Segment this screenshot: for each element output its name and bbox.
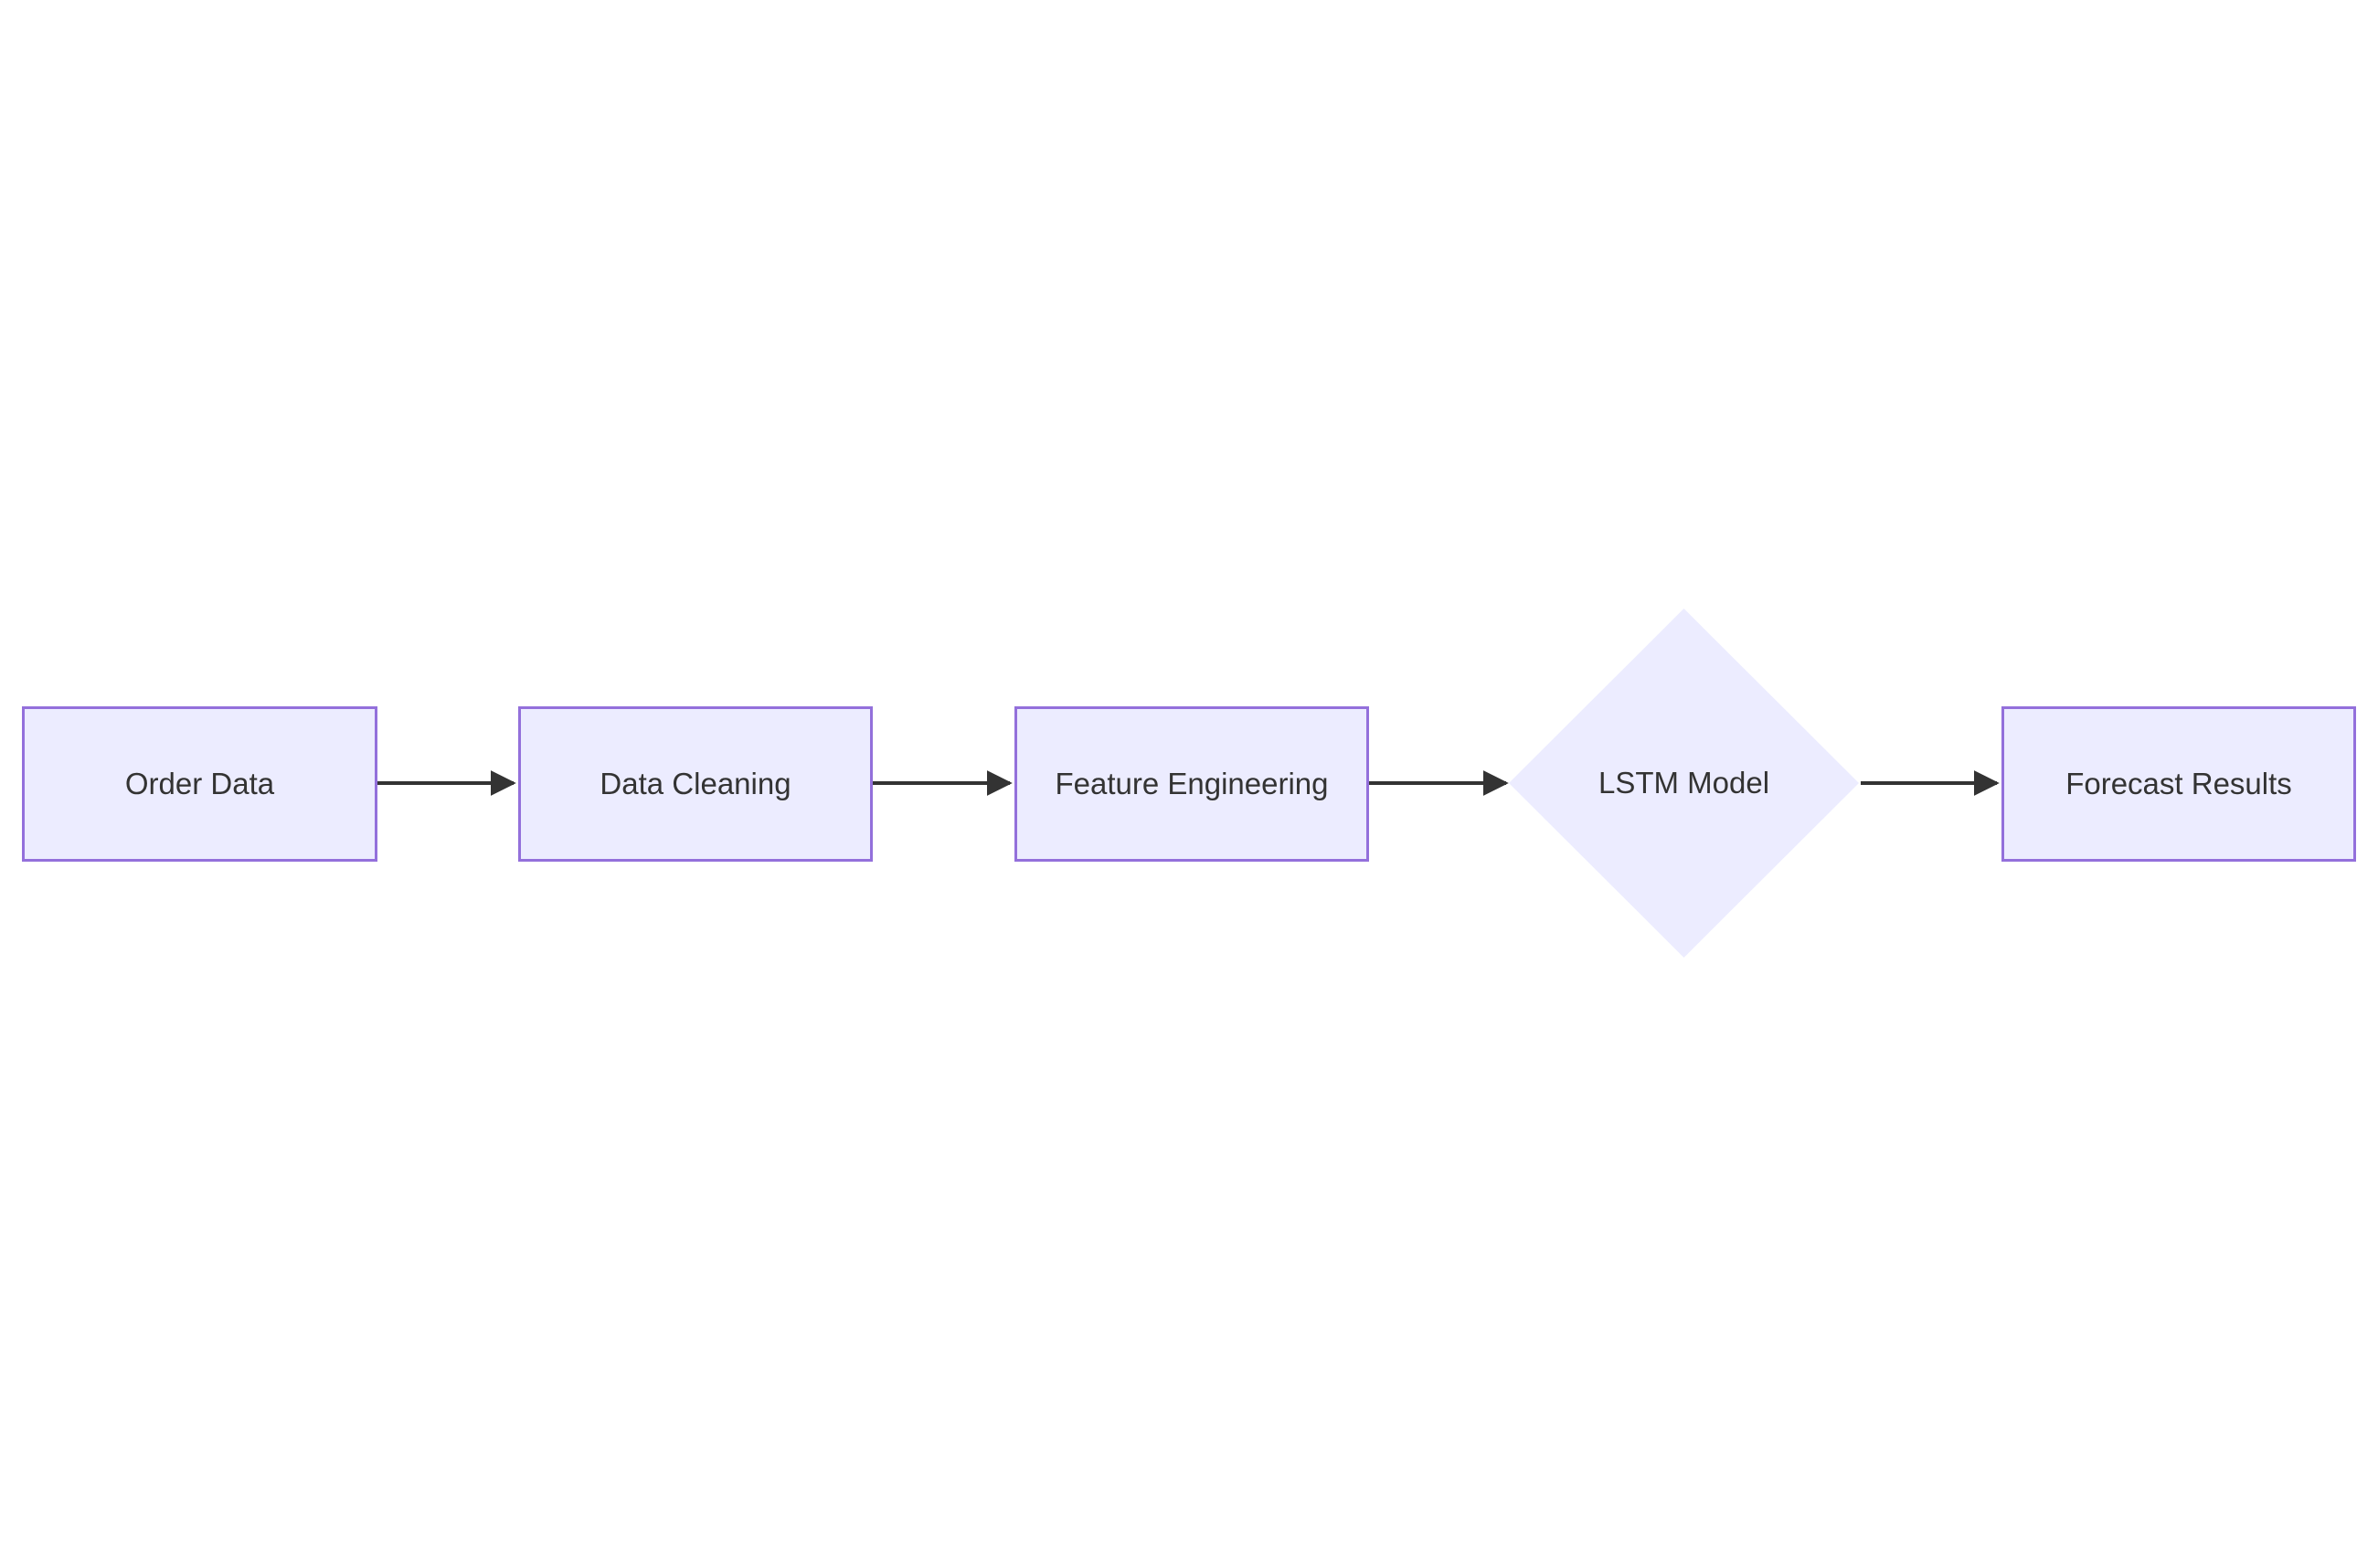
node-data-cleaning-label: Data Cleaning (600, 767, 791, 800)
node-forecast-results-label: Forecast Results (2065, 767, 2292, 800)
node-data-cleaning: Data Cleaning (518, 706, 873, 862)
node-lstm-model-diamond (1509, 609, 1859, 958)
node-forecast-results: Forecast Results (2001, 706, 2356, 862)
node-order-data: Order Data (22, 706, 377, 862)
node-lstm-model-label: LSTM Model (1598, 766, 1770, 800)
node-feature-engineering-label: Feature Engineering (1055, 767, 1329, 800)
node-order-data-label: Order Data (124, 767, 275, 800)
node-feature-engineering: Feature Engineering (1014, 706, 1369, 862)
node-lstm-model: LSTM Model (1509, 609, 1859, 958)
